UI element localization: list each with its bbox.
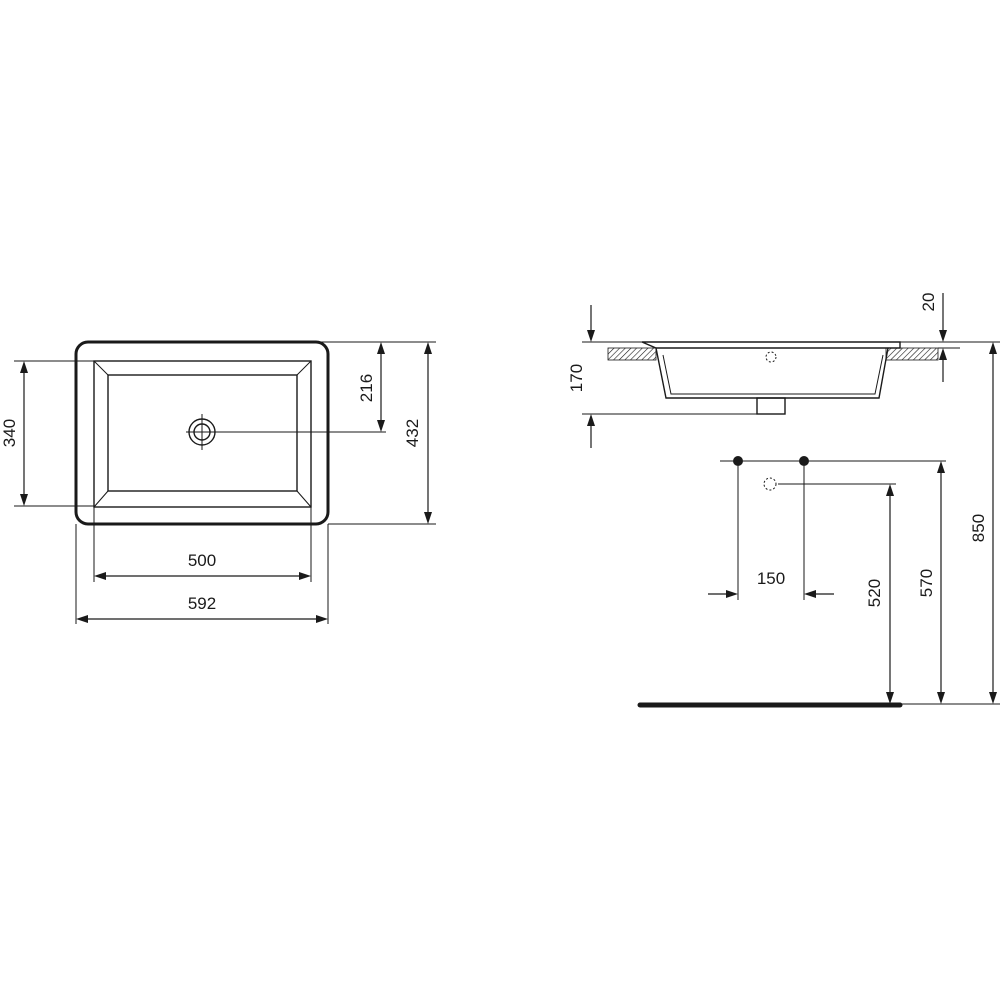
dim-inner-width-label: 500: [188, 551, 216, 570]
dim-supply-spacing-label: 150: [757, 569, 785, 588]
basin-outer-rim: [74, 340, 330, 526]
dim-basin-height: 170: [567, 305, 757, 448]
overflow-hole-icon: [765, 351, 777, 363]
dim-waste-height-label: 520: [865, 579, 884, 607]
basin-bowl-bottom: [107, 374, 298, 492]
top-view: 340 216 432 500: [0, 340, 436, 624]
waste-pipe-icon: [763, 477, 777, 491]
waste-outlet: [756, 397, 786, 415]
countertop-left: [607, 347, 657, 361]
dim-waste-height: 520: [865, 484, 894, 704]
drain-hole-icon: [186, 414, 218, 450]
dim-outer-depth: 432: [328, 342, 436, 525]
dim-tap-hole-offset: 216: [218, 341, 436, 433]
dim-supply-height-label: 570: [917, 569, 936, 597]
dim-supply-height: 570: [917, 461, 945, 704]
basin-bowl-outline: [93, 360, 312, 508]
dim-basin-height-label: 170: [567, 364, 586, 392]
dim-outer-depth-label: 432: [403, 419, 422, 447]
dim-tap-hole-offset-label: 216: [357, 374, 376, 402]
dim-rim-height-floor-label: 850: [969, 514, 988, 542]
dim-outer-width-label: 592: [188, 594, 216, 613]
dim-rim-height-floor: 850: [938, 341, 1000, 704]
dim-inner-depth: 340: [0, 360, 94, 507]
countertop-right: [885, 347, 939, 361]
dim-outer-width: 592: [75, 524, 329, 624]
dim-supply-spacing: 150: [708, 466, 834, 600]
dim-rim-thickness-label: 20: [919, 293, 938, 312]
side-view: 170 20 850: [567, 293, 1000, 708]
basin-bowl-section: [655, 347, 889, 399]
basin-rim: [641, 341, 901, 349]
dim-inner-depth-label: 340: [0, 419, 19, 447]
dim-rim-thickness: 20: [900, 293, 960, 382]
dim-inner-width: 500: [93, 507, 312, 582]
